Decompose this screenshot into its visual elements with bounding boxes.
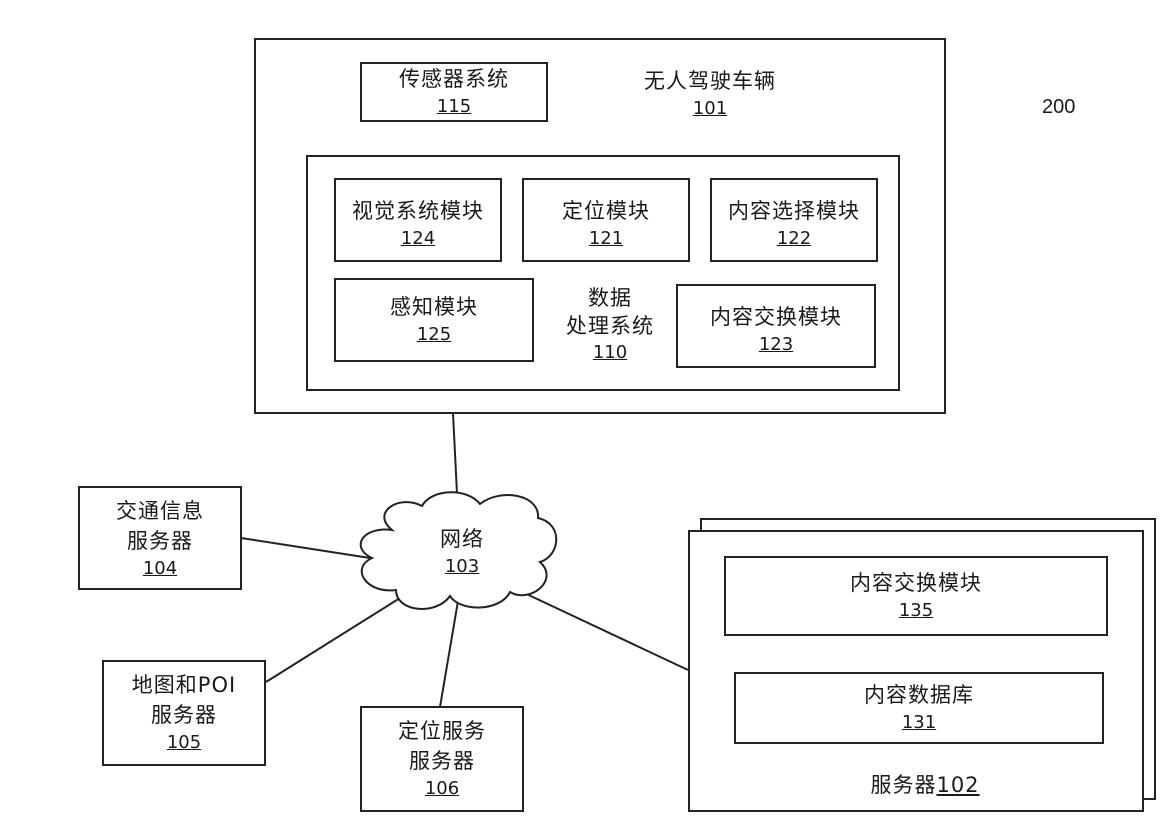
- location-server-title-1: 定位服务: [398, 719, 486, 743]
- content-exchange-vehicle-title: 内容交换模块: [710, 305, 842, 329]
- link-network-to-server: [517, 589, 689, 671]
- network-title: 网络: [440, 527, 484, 551]
- vision-module-number: 124: [400, 228, 436, 249]
- content-exchange-server-number: 135: [898, 600, 934, 621]
- vision-module-title: 视觉系统模块: [352, 199, 484, 223]
- location-server-box: 定位服务 服务器 106: [360, 706, 524, 812]
- server-label: 服务器102: [850, 770, 1000, 800]
- map-poi-server-number: 105: [166, 732, 202, 753]
- sensor-system-box: 传感器系统 115: [360, 62, 548, 122]
- localization-module-label: 定位模块 121: [524, 196, 688, 252]
- location-server-title-2: 服务器: [409, 749, 475, 773]
- content-selection-module-label: 内容选择模块 122: [712, 196, 876, 252]
- vehicle-number: 101: [692, 98, 728, 119]
- content-exchange-vehicle-label: 内容交换模块 123: [678, 302, 874, 358]
- sensor-system-number: 115: [436, 96, 472, 117]
- content-database-number: 131: [901, 712, 937, 733]
- location-server-number: 106: [424, 778, 460, 799]
- data-processing-label: 数据 处理系统 110: [550, 284, 670, 366]
- localization-module-box: 定位模块 121: [522, 178, 690, 262]
- traffic-server-label: 交通信息 服务器 104: [80, 496, 240, 582]
- network-cloud: [359, 491, 558, 610]
- link-traffic-to-network: [240, 537, 371, 559]
- content-database-title: 内容数据库: [864, 683, 974, 707]
- content-selection-module-title: 内容选择模块: [728, 199, 860, 223]
- traffic-server-title-1: 交通信息: [116, 499, 204, 523]
- data-processing-title-1: 数据: [588, 286, 632, 310]
- server-title-line: 服务器102: [850, 770, 1000, 800]
- content-exchange-server-label: 内容交换模块 135: [726, 568, 1106, 624]
- localization-module-title: 定位模块: [562, 199, 650, 223]
- location-server-label: 定位服务 服务器 106: [362, 716, 522, 802]
- link-map-to-network: [265, 597, 401, 683]
- network-number: 103: [444, 556, 480, 577]
- server-number: 102: [936, 773, 980, 797]
- perception-module-number: 125: [416, 324, 452, 345]
- vehicle-title: 无人驾驶车辆: [644, 69, 776, 93]
- perception-module-box: 感知模块 125: [334, 278, 534, 362]
- localization-module-number: 121: [588, 228, 624, 249]
- map-poi-server-title-2: 服务器: [151, 703, 217, 727]
- content-exchange-server-box: 内容交换模块 135: [724, 556, 1108, 636]
- traffic-server-box: 交通信息 服务器 104: [78, 486, 242, 590]
- data-processing-title-2: 处理系统: [566, 314, 654, 338]
- content-database-label: 内容数据库 131: [736, 680, 1102, 736]
- vision-module-box: 视觉系统模块 124: [334, 178, 502, 262]
- traffic-server-number: 104: [142, 558, 178, 579]
- map-poi-server-title-1: 地图和POI: [131, 673, 237, 697]
- perception-module-label: 感知模块 125: [336, 292, 532, 348]
- content-database-box: 内容数据库 131: [734, 672, 1104, 744]
- sensor-system-title: 传感器系统: [399, 67, 509, 91]
- content-exchange-vehicle-number: 123: [758, 334, 794, 355]
- perception-module-title: 感知模块: [390, 295, 478, 319]
- content-selection-module-box: 内容选择模块 122: [710, 178, 878, 262]
- network-label: 网络 103: [412, 524, 512, 580]
- content-exchange-server-title: 内容交换模块: [850, 571, 982, 595]
- traffic-server-title-2: 服务器: [127, 529, 193, 553]
- vehicle-label: 无人驾驶车辆 101: [610, 66, 810, 122]
- link-location-to-network: [439, 600, 459, 708]
- content-selection-module-number: 122: [776, 228, 812, 249]
- map-poi-server-box: 地图和POI 服务器 105: [102, 660, 266, 766]
- figure-number: 200: [1042, 96, 1076, 118]
- content-exchange-vehicle-box: 内容交换模块 123: [676, 284, 876, 368]
- map-poi-server-label: 地图和POI 服务器 105: [104, 670, 264, 756]
- data-processing-number: 110: [592, 342, 628, 363]
- server-title: 服务器: [870, 773, 937, 797]
- vision-module-label: 视觉系统模块 124: [336, 196, 500, 252]
- sensor-system-label: 传感器系统 115: [362, 64, 546, 120]
